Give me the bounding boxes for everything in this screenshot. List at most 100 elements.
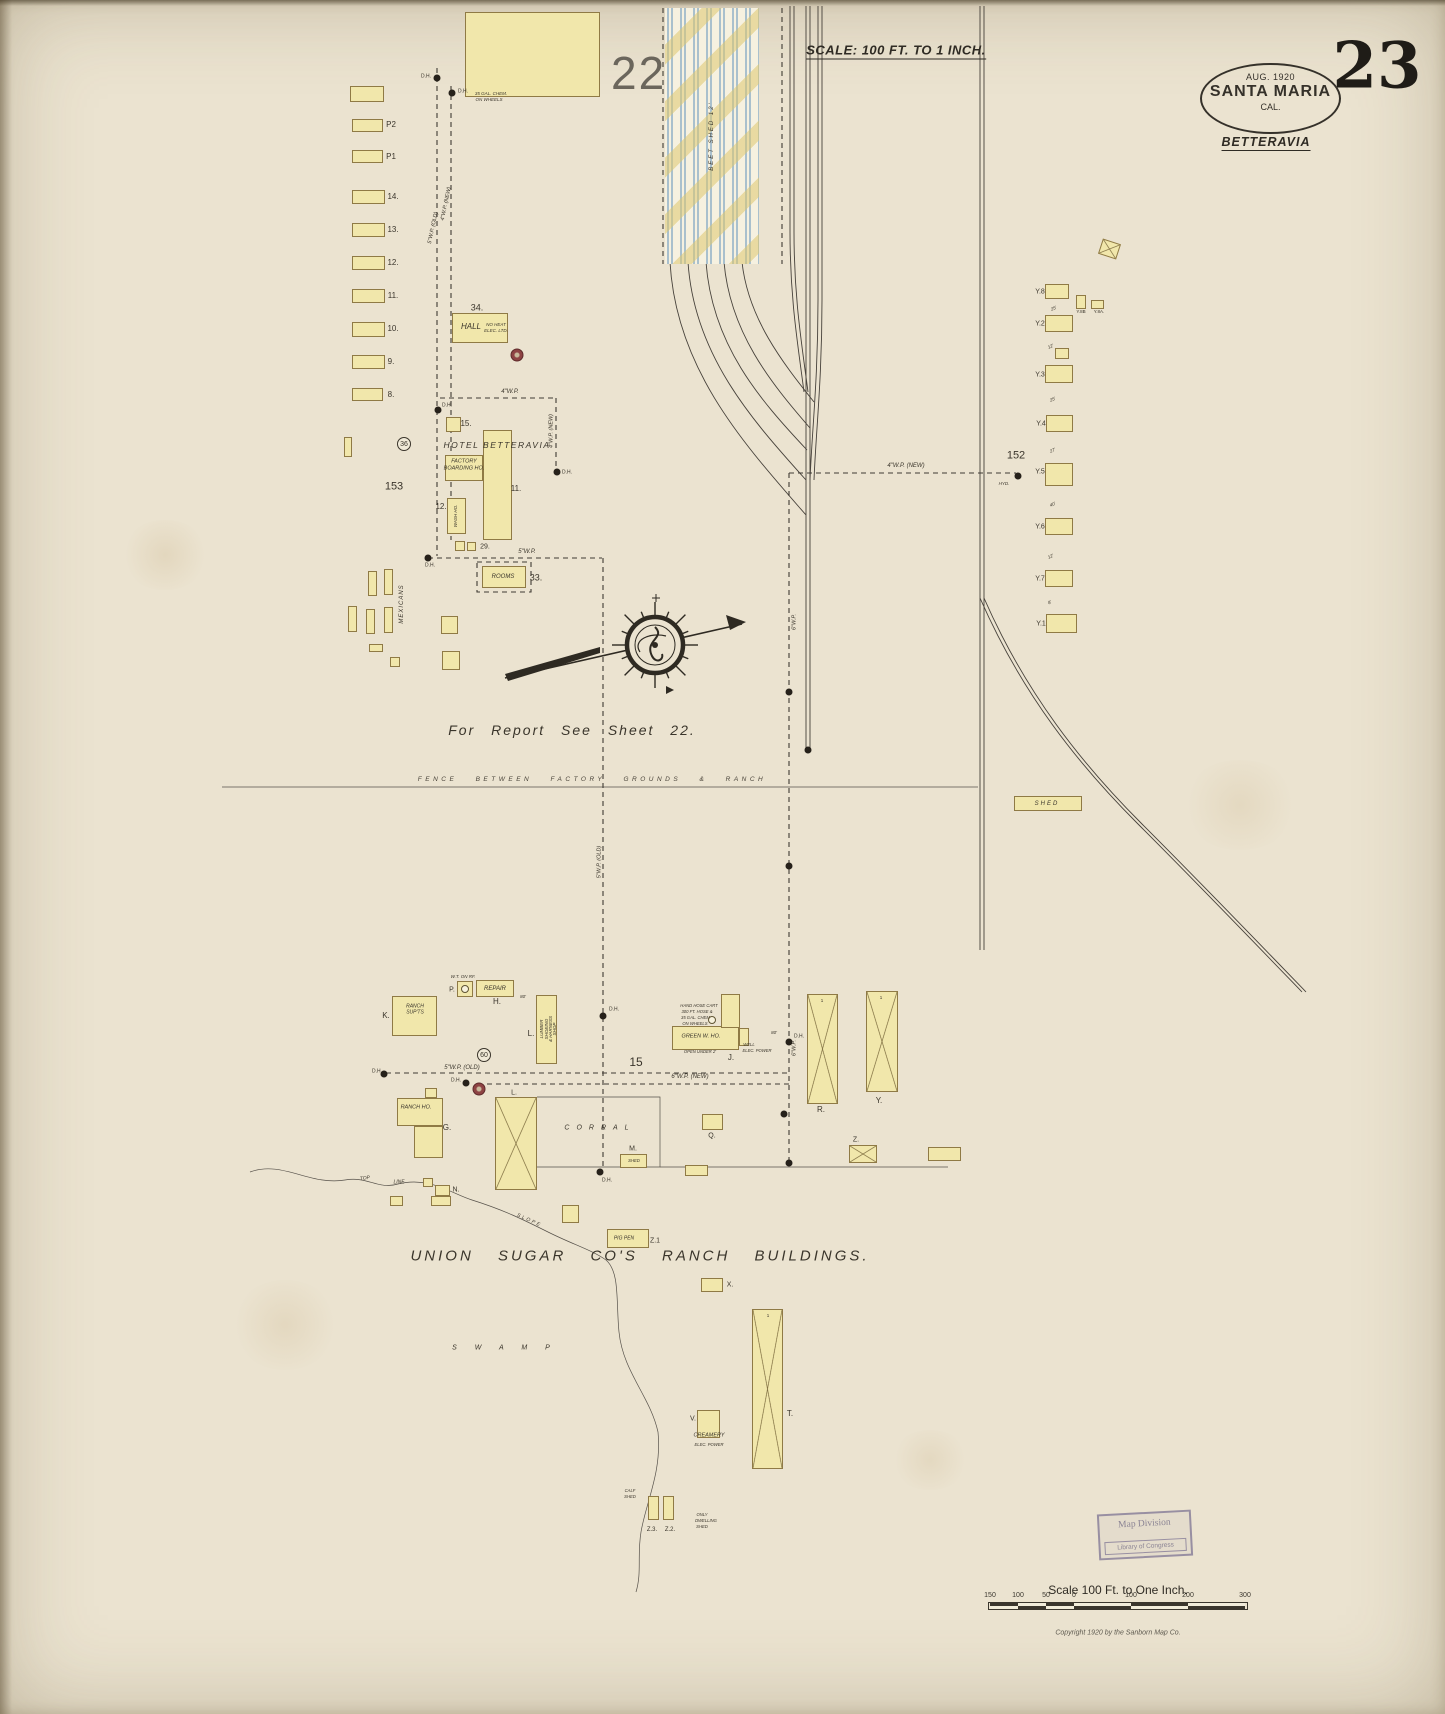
- building: [455, 541, 465, 551]
- building: [807, 994, 838, 1104]
- scale-bar-tick-label: 200: [1182, 1592, 1194, 1599]
- map-label: HALL: [460, 322, 482, 331]
- map-label: CALF: [624, 1487, 636, 1493]
- map-label: SLOPE: [515, 1212, 543, 1229]
- stamp-state: CAL.: [1260, 102, 1281, 112]
- scale-bar-tick-label: 50: [1042, 1592, 1050, 1599]
- map-label: 6"W.P.: [791, 1039, 798, 1057]
- map-label: Y.7: [1035, 575, 1045, 583]
- map-label: 5"W.P.: [518, 549, 536, 555]
- hydrant-dot: [553, 468, 561, 476]
- building: [1055, 348, 1069, 359]
- fence-note: FENCE BETWEEN FACTORY GROUNDS & RANCH: [417, 775, 767, 783]
- creamery-building: [697, 1410, 720, 1438]
- map-label: T.: [786, 1409, 794, 1418]
- scale-bar-tick-label: 150: [984, 1592, 996, 1599]
- map-label: D.H.: [442, 402, 452, 409]
- map-label: 15.: [460, 419, 472, 428]
- hydrant-dot: [785, 862, 793, 870]
- building: [1045, 518, 1073, 535]
- scale-bar-cell: [1188, 1603, 1245, 1606]
- building: [446, 417, 461, 432]
- scale-bar-tick-label: 300: [1239, 1592, 1251, 1599]
- hydrant-dot: [804, 746, 812, 754]
- hydrant-dot: [462, 1079, 470, 1087]
- block-number-152: 152: [1006, 449, 1026, 462]
- fire-alarm-marker: [472, 1082, 486, 1096]
- map-label: 300 FT. HOSE &: [681, 1008, 713, 1014]
- map-label: 10.: [387, 324, 399, 333]
- map-label: N.: [452, 1186, 460, 1194]
- green-warehouse-building: [672, 1026, 739, 1050]
- map-label: ROOMS: [491, 574, 515, 580]
- map-label: 25': [1048, 395, 1057, 403]
- map-label: K.: [382, 1011, 390, 1020]
- ranch-house-building: [397, 1098, 443, 1126]
- map-label: WASH HO.: [452, 504, 458, 528]
- map-label: Y.6: [1035, 523, 1045, 531]
- map-label: Y.3: [1035, 371, 1045, 379]
- building: [352, 119, 383, 132]
- building: [562, 1205, 579, 1223]
- map-label: Z.2.: [664, 1527, 676, 1533]
- map-label: 9.: [387, 357, 395, 366]
- map-label: Y.4: [1036, 420, 1046, 428]
- map-label: 27': [1048, 446, 1057, 454]
- map-label: PIG PEN: [613, 1235, 635, 1242]
- scale-bar-cell: [1018, 1603, 1046, 1606]
- map-label: 80': [520, 993, 526, 999]
- hall-building: [452, 313, 508, 343]
- building: [1091, 300, 1104, 309]
- rooms-building: [482, 566, 526, 588]
- map-label: HOTEL BETTERAVIA: [443, 439, 551, 450]
- map-label: WELL: [743, 1041, 755, 1047]
- building: [368, 571, 377, 596]
- hydrant-dot: [785, 1159, 793, 1167]
- scale-bar-cell: [1074, 1606, 1131, 1609]
- map-label: 4"W.P. (NEW): [887, 463, 925, 469]
- wash-house-building: [447, 498, 466, 534]
- pig-pen-building: [607, 1229, 649, 1248]
- map-label: Y.2: [1035, 320, 1045, 328]
- hydrant-dot: [434, 406, 442, 414]
- map-label: 25': [1049, 304, 1058, 312]
- scan-edge-shadow: [0, 0, 12, 1714]
- building: [348, 606, 357, 632]
- map-label: 4"W.P. (NEW): [439, 186, 453, 222]
- harness-shop-building: [536, 995, 557, 1064]
- map-label: FACTORY: [451, 458, 477, 465]
- building: [721, 994, 740, 1028]
- map-label: MEXICANS: [399, 584, 405, 624]
- building: [423, 1178, 433, 1187]
- barn-building: [495, 1097, 537, 1190]
- building: [344, 437, 352, 457]
- building: [435, 1185, 450, 1196]
- map-label: G.: [442, 1123, 452, 1132]
- building: [350, 86, 384, 102]
- map-label: 12.: [435, 502, 447, 511]
- building: [752, 1309, 783, 1469]
- map-label: HYD.: [998, 480, 1010, 486]
- map-label: Y.5: [1035, 468, 1045, 476]
- building: [739, 1028, 749, 1046]
- map-label: 11.: [387, 291, 399, 300]
- building: [352, 322, 385, 337]
- map-label: 29.: [480, 543, 490, 551]
- map-label: 1: [879, 994, 883, 1000]
- map-label: D.H.: [458, 88, 468, 95]
- hydrant-dot: [1014, 472, 1022, 480]
- building: [352, 355, 385, 369]
- map-label: REPAIR: [484, 986, 506, 992]
- scale-bar-tick-label: 0: [1072, 1592, 1076, 1599]
- building: [1076, 295, 1086, 309]
- ranch-superintendents-house: [392, 996, 437, 1036]
- map-label: SHED: [1034, 801, 1060, 807]
- map-label: LINE: [393, 1179, 405, 1186]
- scale-bar-cell: [1046, 1606, 1074, 1609]
- building: [1045, 284, 1069, 299]
- map-label: Y.: [875, 1096, 883, 1105]
- map-label: 4"W.P.: [501, 389, 519, 395]
- repair-shop-building: [476, 980, 514, 997]
- map-label: D.H.: [421, 73, 431, 80]
